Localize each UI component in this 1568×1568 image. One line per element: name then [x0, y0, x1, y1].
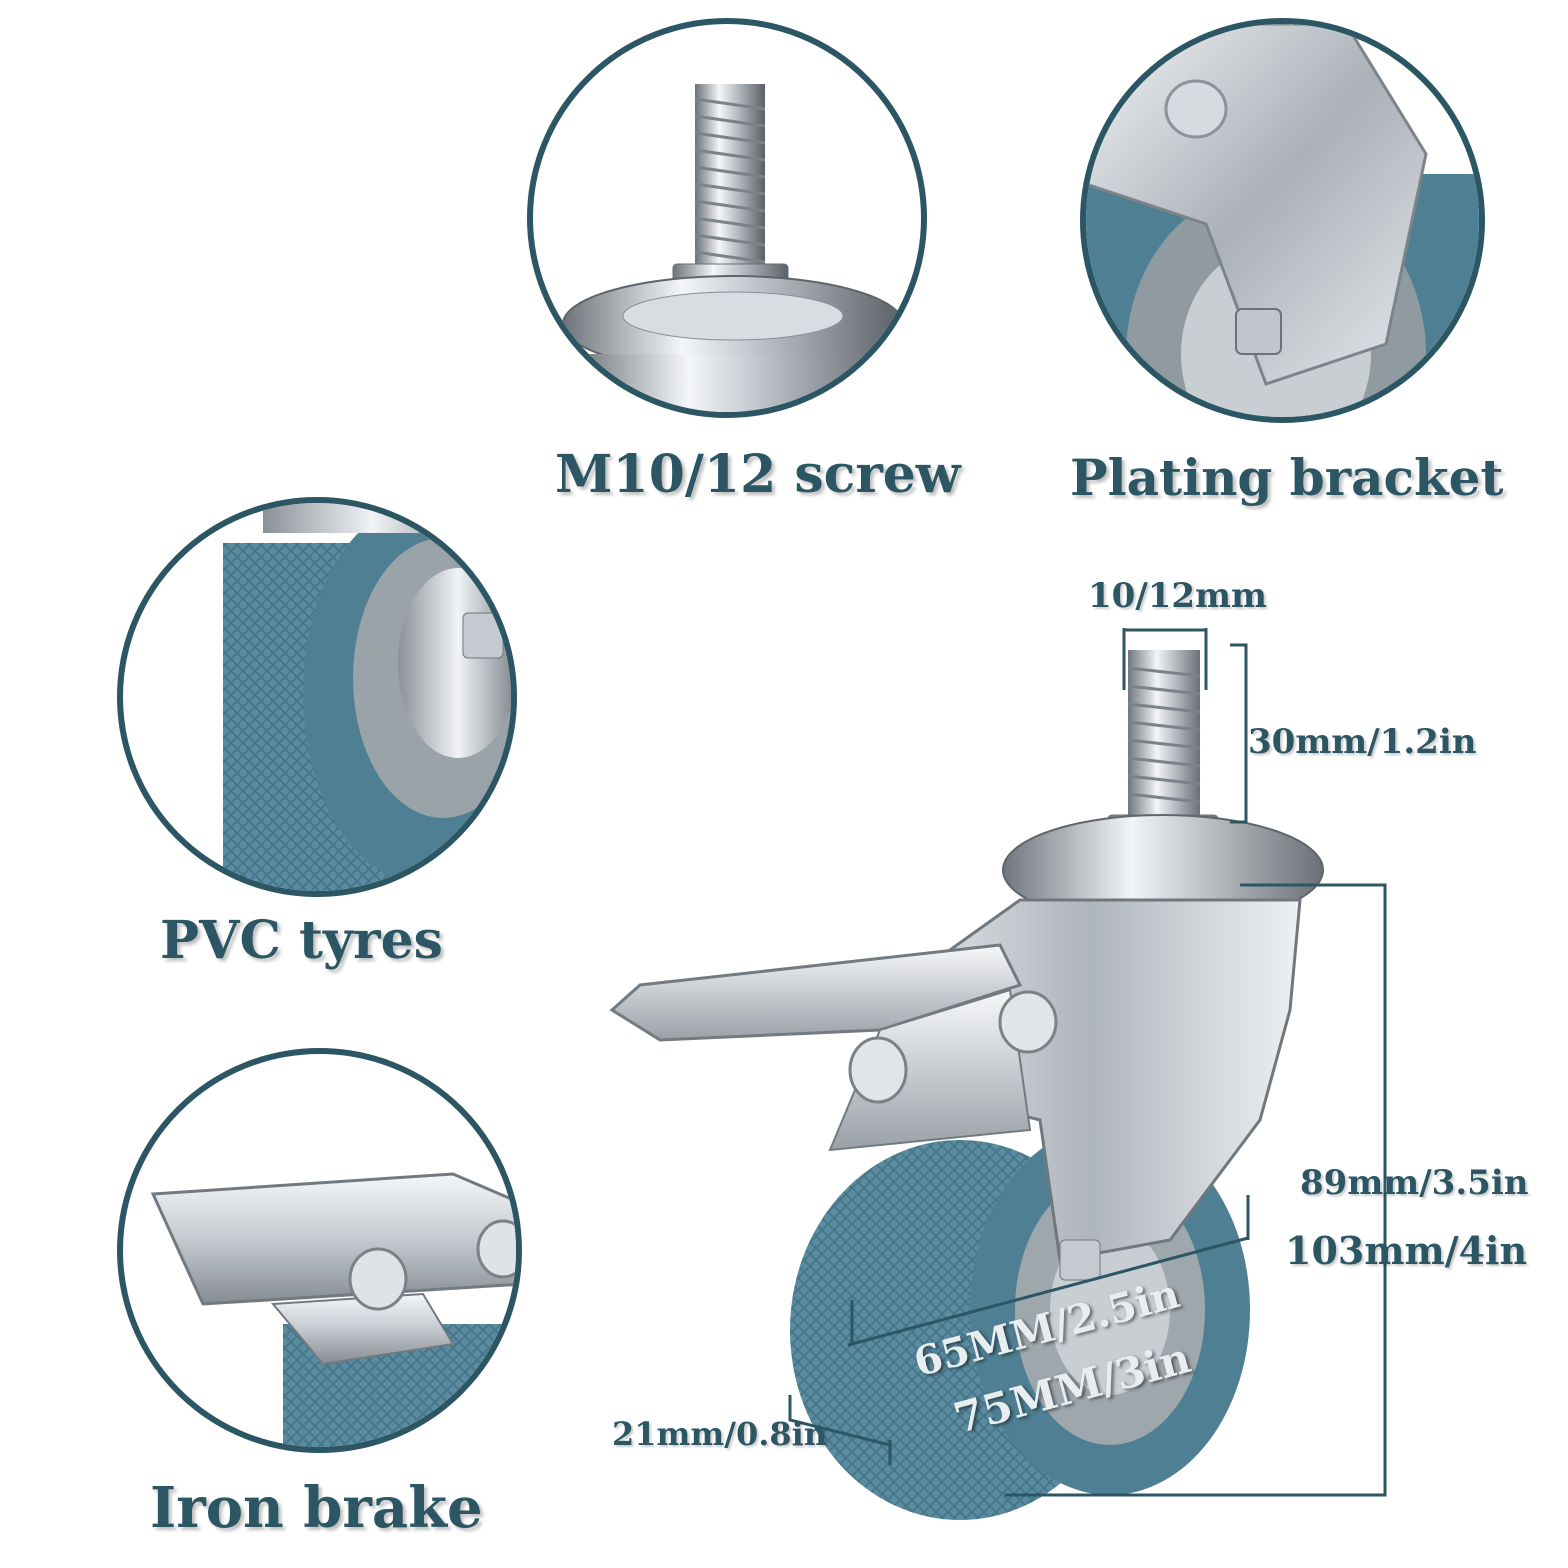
tyre-detail-image [223, 503, 511, 891]
tyres-caption: PVC tyres [160, 910, 443, 971]
thread-length-label: 30mm/1.2in [1248, 722, 1477, 762]
brake-detail-image [150, 1172, 516, 1447]
bracket-detail-circle [1080, 18, 1485, 423]
bracket-caption: Plating bracket [1070, 448, 1504, 507]
tread-width-label: 21mm/0.8in [612, 1415, 828, 1453]
tyre-detail-circle [117, 497, 517, 897]
screw-detail-circle [527, 18, 927, 418]
thread-diameter-label: 10/12mm [1088, 576, 1267, 616]
brake-detail-circle [117, 1048, 522, 1453]
brake-caption: Iron brake [150, 1475, 483, 1541]
screw-detail-image [562, 84, 904, 412]
bracket-detail-image [1086, 24, 1479, 417]
screw-caption: M10/12 screw [555, 444, 961, 505]
height-large-label: 103mm/4in [1285, 1228, 1528, 1273]
height-small-label: 89mm/3.5in [1300, 1163, 1529, 1203]
